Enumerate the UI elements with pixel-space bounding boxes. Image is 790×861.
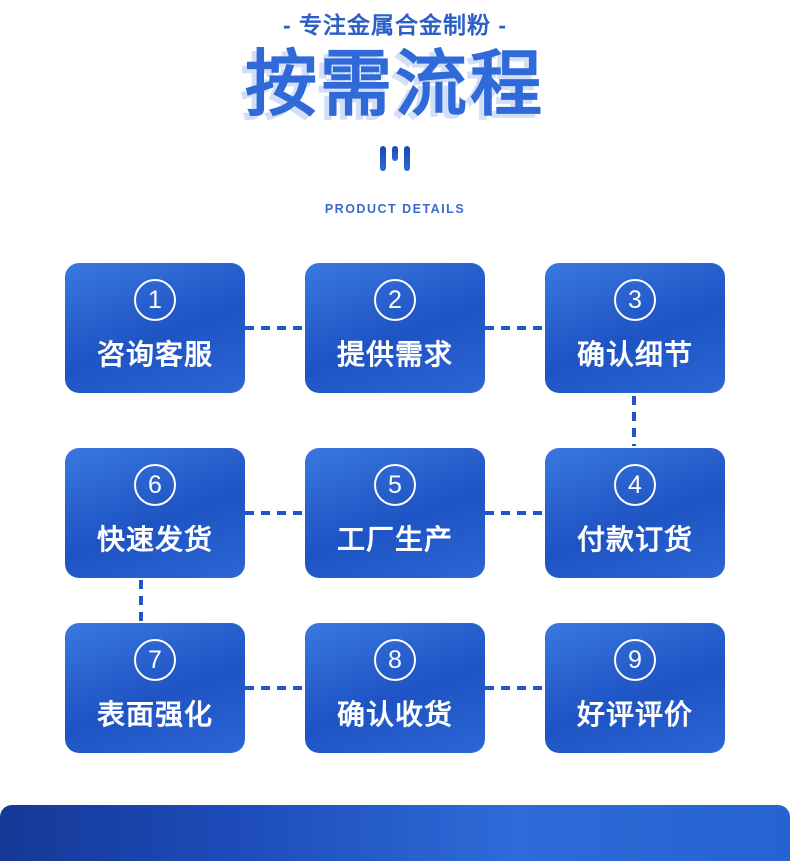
dashed-connector-7-8 <box>245 686 305 690</box>
step-card-7-surface-strengthening: 7 表面强化 <box>65 623 245 753</box>
step-card-1-consult-service: 1 咨询客服 <box>65 263 245 393</box>
step-label: 工厂生产 <box>336 524 453 555</box>
step-label: 确认收货 <box>336 699 453 730</box>
step-label: 快速发货 <box>96 524 213 555</box>
dashed-connector-1-2 <box>245 326 305 330</box>
dashed-connector-6-7 <box>139 580 143 621</box>
dashed-connector-2-3 <box>485 326 545 330</box>
bar-icon-left <box>380 146 386 171</box>
step-card-8-confirm-receipt: 8 确认收货 <box>305 623 485 753</box>
step-number-badge: 2 <box>374 279 416 321</box>
step-number-badge: 8 <box>374 639 416 681</box>
step-card-2-provide-requirements: 2 提供需求 <box>305 263 485 393</box>
step-number-badge: 6 <box>134 464 176 506</box>
title-divider-bars-icon <box>380 146 410 172</box>
step-card-9-positive-review: 9 好评评价 <box>545 623 725 753</box>
step-label: 好评评价 <box>576 699 693 730</box>
bar-icon-middle <box>392 146 398 161</box>
step-number-badge: 3 <box>614 279 656 321</box>
dashed-connector-3-4 <box>632 396 636 446</box>
step-label: 咨询客服 <box>96 339 213 370</box>
step-number-badge: 1 <box>134 279 176 321</box>
step-number-badge: 9 <box>614 639 656 681</box>
dashed-connector-5-6 <box>245 511 305 515</box>
page-title: 按需流程 <box>244 45 545 125</box>
step-label: 付款订货 <box>576 524 693 555</box>
step-card-6-fast-shipping: 6 快速发货 <box>65 448 245 578</box>
subtitle-product-details: PRODUCT DETAILS <box>324 202 466 216</box>
dashed-connector-8-9 <box>485 686 545 690</box>
step-number-badge: 5 <box>374 464 416 506</box>
step-card-3-confirm-details: 3 确认细节 <box>545 263 725 393</box>
bottom-banner <box>0 805 790 861</box>
step-card-4-payment-order: 4 付款订货 <box>545 448 725 578</box>
step-number-badge: 7 <box>134 639 176 681</box>
step-card-5-factory-production: 5 工厂生产 <box>305 448 485 578</box>
step-label: 确认细节 <box>576 339 693 370</box>
step-label: 提供需求 <box>336 339 453 370</box>
step-label: 表面强化 <box>96 699 213 730</box>
dashed-connector-4-5 <box>485 511 545 515</box>
header-tagline: - 专注金属合金制粉 - <box>282 12 508 38</box>
step-number-badge: 4 <box>614 464 656 506</box>
bar-icon-right <box>404 146 410 171</box>
